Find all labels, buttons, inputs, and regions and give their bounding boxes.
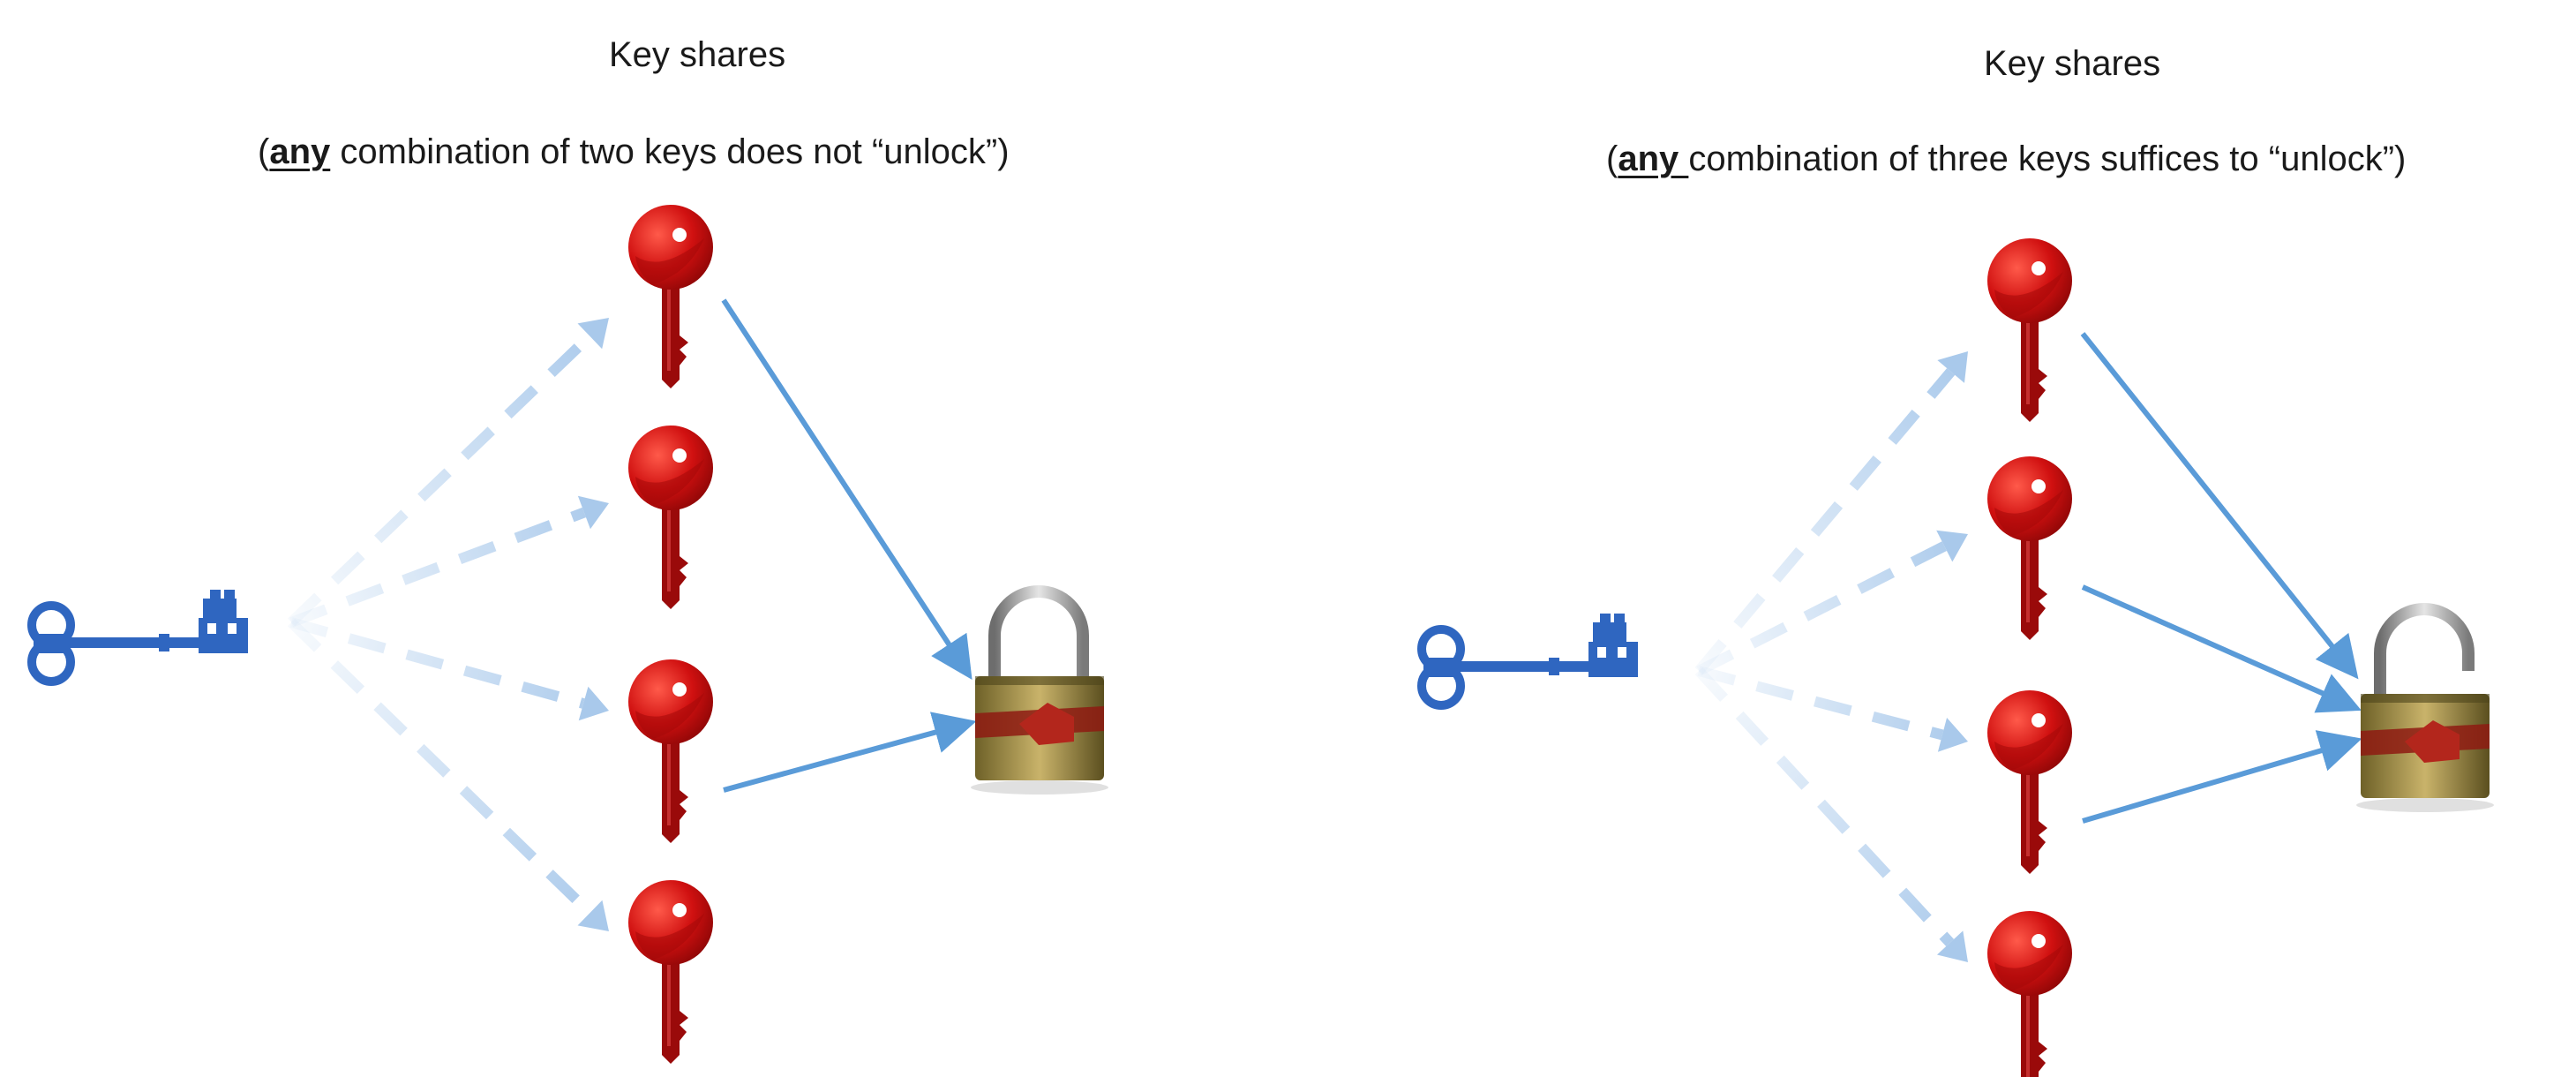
dashed-arrow-0-3 bbox=[287, 618, 594, 917]
dashed-arrow-0-1 bbox=[289, 507, 587, 628]
subtitle-prefix: ( bbox=[1606, 139, 1618, 178]
panel-subtitle: (any combination of two keys does not “u… bbox=[258, 134, 1010, 169]
dashed-arrow-0-2 bbox=[289, 617, 585, 709]
dashed-arrow-1-0 bbox=[1694, 368, 1956, 674]
solid-arrow-0-0 bbox=[721, 298, 973, 681]
solid-arrow-0-2 bbox=[723, 712, 977, 793]
master-key-icon bbox=[1417, 614, 1638, 710]
subtitle-rest: combination of two keys does not “unlock… bbox=[330, 132, 1010, 171]
key-share-icon bbox=[1987, 456, 2072, 640]
dashed-arrow-1-2 bbox=[1697, 666, 1944, 741]
padlock-icon bbox=[2356, 603, 2494, 812]
solid-arrow-1-1 bbox=[2081, 584, 2362, 713]
subtitle-emphasis: any bbox=[269, 132, 331, 171]
key-share-icon bbox=[1987, 911, 2072, 1077]
padlock-icon bbox=[971, 585, 1108, 795]
dashed-arrow-1-1 bbox=[1696, 541, 1947, 676]
key-share-icon bbox=[628, 659, 713, 843]
key-share-icon bbox=[628, 205, 713, 388]
solid-arrow-1-2 bbox=[2082, 730, 2362, 824]
master-key-icon bbox=[27, 590, 248, 686]
key-share-icon bbox=[1987, 238, 2072, 422]
panel-two-of-four: Key shares (any combination of two keys … bbox=[258, 35, 1010, 169]
panel-three-of-four: Key shares (any combination of three key… bbox=[1288, 0, 2576, 1077]
key-share-icon bbox=[628, 426, 713, 609]
icons-layer bbox=[27, 205, 2494, 1077]
dashed-arrow-0-1-head bbox=[577, 495, 609, 530]
panel-title: Key shares bbox=[1984, 44, 2161, 83]
dashed-arrow-0-2-head bbox=[578, 686, 609, 721]
panel-title: Key shares bbox=[609, 35, 786, 74]
solid-arrow-1-0 bbox=[2080, 332, 2359, 680]
subtitle-rest: combination of three keys suffices to “u… bbox=[1688, 139, 2407, 178]
subtitle-emphasis: any bbox=[1618, 139, 1689, 178]
key-share-icon bbox=[1987, 690, 2072, 874]
dashed-arrow-1-1-head bbox=[1936, 530, 1968, 562]
dashed-arrow-0-0-head bbox=[577, 318, 609, 350]
panel-subtitle: (any combination of three keys suffices … bbox=[1606, 141, 2406, 177]
dashed-arrow-1-2-head bbox=[1937, 718, 1968, 752]
dashed-arrow-1-0-head bbox=[1937, 351, 1968, 383]
arrows-layer bbox=[287, 298, 2362, 962]
dashed-arrow-0-0 bbox=[287, 332, 594, 627]
key-share-icon bbox=[628, 880, 713, 1064]
dashed-arrow-1-3-head bbox=[1936, 930, 1968, 962]
dashed-arrow-1-3 bbox=[1694, 667, 1955, 947]
dashed-arrow-0-3-head bbox=[577, 900, 609, 931]
subtitle-prefix: ( bbox=[258, 132, 270, 171]
